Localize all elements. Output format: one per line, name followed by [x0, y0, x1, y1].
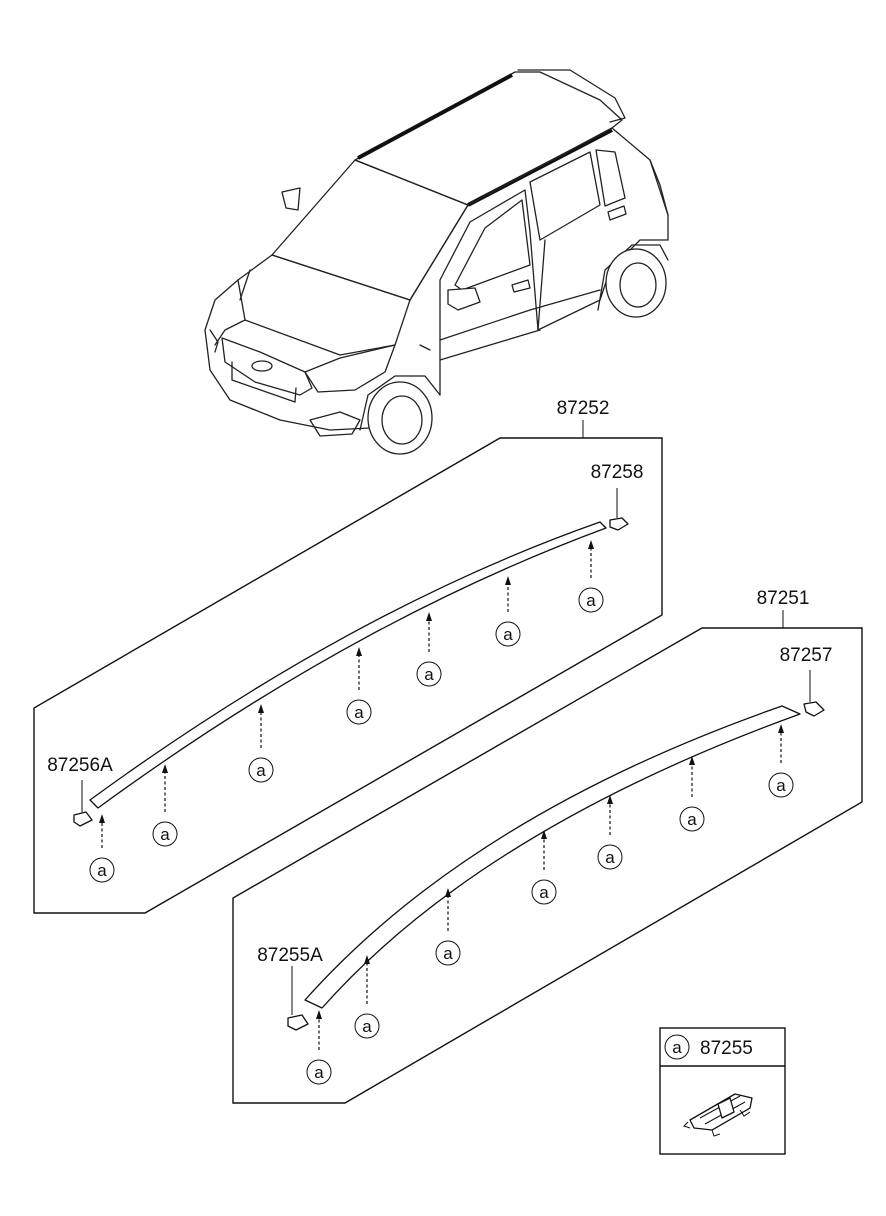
callout-l4: a [531, 830, 557, 905]
callout-u7: a [578, 540, 604, 613]
callout-label: a [314, 1063, 324, 1082]
callout-label: a [256, 761, 266, 780]
frame-87251 [232, 610, 863, 1104]
callout-u2: a [152, 764, 178, 847]
clip-87255-illustration [683, 1093, 753, 1137]
clip-87255A [287, 966, 309, 1031]
part-label-87258: 87258 [591, 462, 644, 483]
callout-label: a [586, 591, 596, 610]
legend-symbol: a [672, 1038, 682, 1057]
callout-l2: a [354, 955, 380, 1039]
car-illustration [204, 69, 669, 455]
legend-box: a 87255 [659, 1027, 786, 1155]
roof-molding-upper [89, 521, 607, 809]
callout-label: a [443, 944, 453, 963]
part-label-87252: 87252 [557, 398, 610, 419]
callout-u4: a [346, 647, 372, 725]
callout-u3: a [248, 704, 274, 783]
part-label-87257: 87257 [780, 645, 833, 666]
clip-87256A [73, 780, 93, 827]
callout-u6: a [495, 576, 521, 647]
callout-l3: a [435, 888, 461, 966]
callout-label: a [160, 825, 170, 844]
clip-87257 [803, 670, 825, 717]
callout-label: a [503, 625, 513, 644]
callout-label: a [687, 810, 697, 829]
callout-l6: a [679, 756, 705, 832]
callout-label: a [539, 883, 549, 902]
roof-molding-lower [304, 705, 801, 1009]
callout-l1: a [306, 1010, 332, 1085]
callout-label: a [354, 703, 364, 722]
callout-label: a [776, 776, 786, 795]
callout-u5: a [416, 612, 442, 687]
callout-label: a [424, 665, 434, 684]
callout-l7: a [768, 724, 794, 798]
part-label-87251: 87251 [757, 588, 810, 609]
legend-part-number: 87255 [700, 1038, 753, 1059]
frame-87252 [33, 420, 663, 914]
callout-label: a [97, 861, 107, 880]
callout-label: a [362, 1017, 372, 1036]
callout-label: a [605, 848, 615, 867]
part-label-87256A: 87256A [47, 755, 113, 776]
clip-87258 [609, 488, 629, 531]
callout-l5: a [597, 795, 623, 870]
part-label-87255A: 87255A [257, 945, 323, 966]
callout-u1: a [89, 814, 115, 883]
